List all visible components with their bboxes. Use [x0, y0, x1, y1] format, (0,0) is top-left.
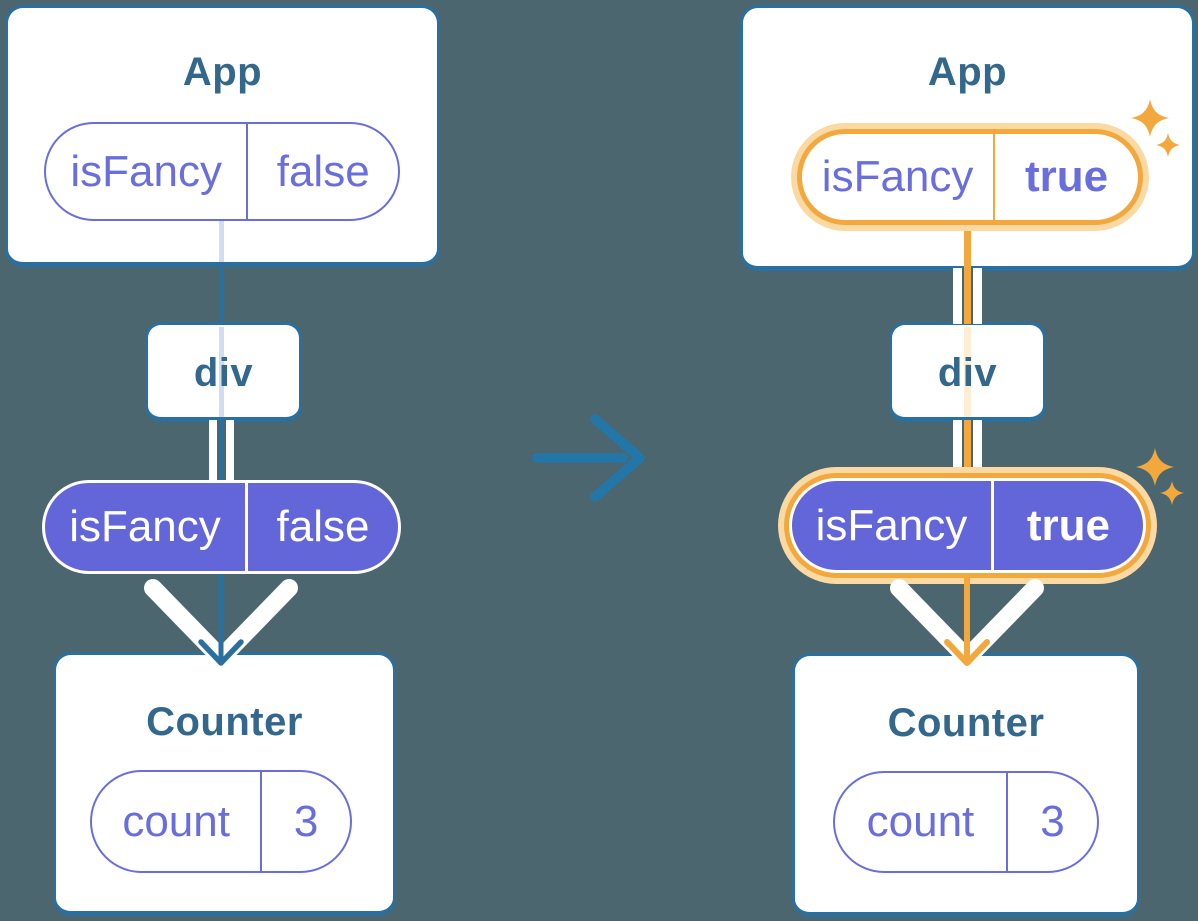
arrow-stripe-white: [953, 420, 962, 480]
state-pill-counter-before: count 3: [90, 770, 352, 873]
prop-key: isFancy: [802, 134, 996, 220]
div-label-after: div: [937, 351, 998, 395]
arrow-stripe-white: [953, 268, 962, 324]
sparkle-icon-large: [1131, 99, 1169, 137]
prop-pill-app-before: isFancy false: [44, 122, 400, 221]
div-label-before: div: [193, 351, 254, 395]
context-pill-before: isFancy false: [42, 480, 401, 574]
prop-pill-app-after: isFancy true: [797, 129, 1143, 225]
arrow-stripe-white: [209, 420, 217, 482]
context-value: true: [1026, 500, 1110, 550]
state-key: count: [835, 773, 1008, 871]
context-line-faint-div-after: [964, 327, 971, 417]
arrow-stripe-white: [973, 420, 982, 480]
state-value: 3: [293, 796, 319, 846]
arrow-stripe-white: [226, 420, 234, 482]
context-pill-after: isFancy true: [789, 478, 1146, 573]
prop-key: isFancy: [46, 124, 249, 219]
state-value: 3: [1040, 797, 1065, 846]
state-pill-counter-after: count 3: [833, 771, 1099, 873]
context-line-app-after: [964, 226, 971, 268]
pass-down-arrow-icon: [890, 574, 1044, 667]
context-value: false: [276, 502, 370, 551]
arrow-stripe-white: [973, 268, 982, 324]
arrow-stripe-orange: [964, 420, 971, 480]
arrow-stripe-blue: [219, 420, 224, 482]
prop-line-faint-app-before: [219, 221, 224, 262]
prop-value: false: [276, 146, 370, 196]
counter-title-before: Counter: [146, 700, 303, 744]
pass-down-arrow-icon: [144, 574, 298, 667]
context-key: isFancy: [792, 481, 994, 570]
sparkle-icon-small: [1160, 481, 1184, 505]
app-title-after: App: [927, 50, 1008, 94]
sparkle-icon-small: [1156, 133, 1180, 157]
sparkle-icon-large: [1136, 448, 1174, 486]
counter-title-after: Counter: [887, 701, 1045, 745]
state-key: count: [92, 772, 263, 871]
context-key: isFancy: [45, 483, 248, 571]
prop-value: true: [1025, 152, 1109, 201]
arrow-stripe-orange: [964, 268, 971, 324]
prop-line-faint-div-before: [219, 327, 224, 417]
connector-app-div-before: [219, 264, 224, 324]
transition-arrow-icon: [532, 414, 645, 502]
app-title-before: App: [182, 50, 263, 94]
